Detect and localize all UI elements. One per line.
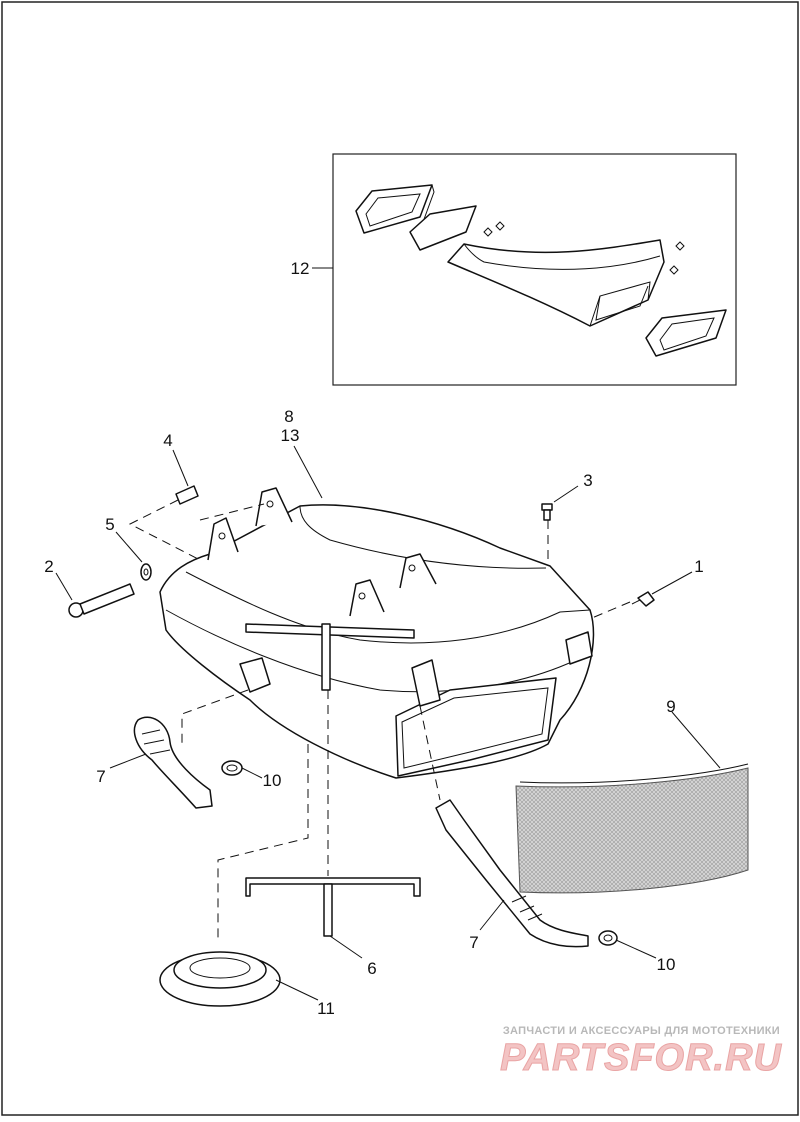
callout-4: 4	[163, 431, 172, 450]
kit-screws	[483, 221, 685, 275]
screw-1	[631, 591, 655, 607]
clamp-10-right	[598, 930, 618, 946]
callout-7-left: 7	[96, 767, 105, 786]
callout-7-right: 7	[469, 933, 478, 952]
callout-2: 2	[44, 557, 53, 576]
vent-tube-6	[245, 877, 421, 937]
callout-10-right: 10	[657, 955, 676, 974]
watermark-logo: PARTSFOR.RU	[500, 1037, 782, 1079]
inset-frame	[332, 153, 737, 386]
callout-3: 3	[583, 471, 592, 490]
kit-right-bezel	[645, 309, 727, 357]
callout-labels: 1 2 3 4 5 6 7 7 8 9 10 10 11 12 13	[44, 259, 703, 1018]
headlamp-housing	[159, 487, 595, 779]
callout-11: 11	[317, 999, 335, 1018]
assembly-lines	[128, 499, 631, 940]
washer-5	[140, 563, 152, 581]
callout-9: 9	[666, 697, 675, 716]
watermark: ЗАПЧАСТИ И АКСЕССУАРЫ ДЛЯ МОТОТЕХНИКИ PA…	[500, 1025, 782, 1080]
screw-3	[541, 503, 553, 521]
mesh-panel-9	[515, 763, 749, 894]
watermark-tagline: ЗАПЧАСТИ И АКСЕССУАРЫ ДЛЯ МОТОТЕХНИКИ	[503, 1025, 780, 1037]
kit-lens	[409, 205, 477, 251]
callout-1: 1	[694, 557, 703, 576]
hose-7-left	[133, 716, 213, 809]
callout-6: 6	[367, 959, 376, 978]
grommet-11	[159, 951, 281, 1007]
clamp-10-left	[221, 760, 243, 776]
bolt-2	[68, 583, 135, 618]
inset-kit-box	[332, 153, 737, 386]
kit-curved-trim	[447, 239, 665, 327]
housing-vent-tube	[245, 623, 415, 691]
screw-4	[175, 485, 199, 505]
callout-10-left: 10	[263, 771, 282, 790]
hose-7-right	[435, 799, 589, 948]
leader-lines	[55, 267, 721, 1001]
callout-5: 5	[105, 515, 114, 534]
callout-12: 12	[291, 259, 310, 278]
kit-left-bezel	[355, 184, 435, 234]
callout-8: 8	[284, 407, 293, 426]
callout-13: 13	[281, 426, 300, 445]
